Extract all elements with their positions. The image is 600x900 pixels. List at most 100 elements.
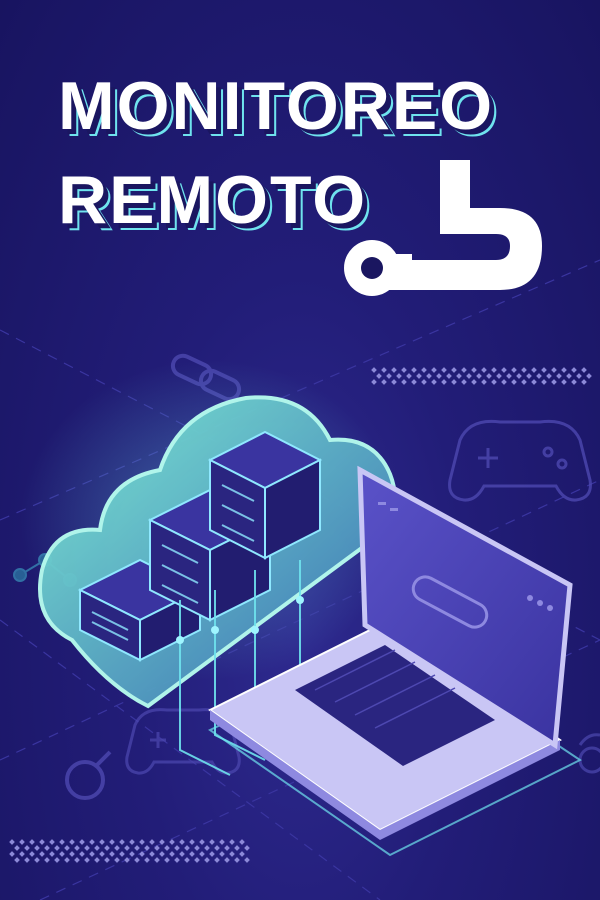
dot bbox=[44, 857, 50, 863]
dot bbox=[89, 839, 95, 845]
dot bbox=[491, 379, 497, 385]
dot bbox=[24, 845, 30, 851]
magnifier-icon bbox=[65, 750, 112, 800]
dot bbox=[491, 367, 497, 373]
laptop-icon bbox=[208, 465, 582, 857]
dot bbox=[179, 839, 185, 845]
dot bbox=[391, 367, 397, 373]
dot bbox=[396, 373, 402, 379]
dot bbox=[84, 857, 90, 863]
dot bbox=[531, 379, 537, 385]
dot bbox=[134, 857, 140, 863]
dot bbox=[84, 845, 90, 851]
dot bbox=[376, 373, 382, 379]
dot bbox=[59, 851, 65, 857]
cloud-server-icon bbox=[38, 395, 397, 709]
dot bbox=[431, 367, 437, 373]
dot bbox=[501, 367, 507, 373]
dot bbox=[9, 851, 15, 857]
dot bbox=[461, 379, 467, 385]
dot bbox=[9, 839, 15, 845]
dot bbox=[426, 373, 432, 379]
dot bbox=[541, 379, 547, 385]
dot bbox=[556, 373, 562, 379]
dot bbox=[94, 857, 100, 863]
dot bbox=[481, 379, 487, 385]
dot bbox=[239, 851, 245, 857]
dot bbox=[371, 379, 377, 385]
dot bbox=[541, 367, 547, 373]
dot bbox=[219, 839, 225, 845]
dot bbox=[49, 839, 55, 845]
dot bbox=[471, 367, 477, 373]
dot bbox=[89, 851, 95, 857]
dot bbox=[159, 839, 165, 845]
dot bbox=[54, 845, 60, 851]
dot bbox=[79, 851, 85, 857]
dot bbox=[371, 367, 377, 373]
dot bbox=[99, 851, 105, 857]
dot bbox=[129, 839, 135, 845]
headline-line-1: MONITOREO bbox=[58, 68, 495, 144]
dot bbox=[229, 839, 235, 845]
dot bbox=[501, 379, 507, 385]
dot bbox=[124, 857, 130, 863]
dot bbox=[199, 839, 205, 845]
gamepad-icon bbox=[448, 419, 592, 502]
dot bbox=[391, 379, 397, 385]
dot bbox=[19, 851, 25, 857]
dot bbox=[139, 851, 145, 857]
dot bbox=[531, 367, 537, 373]
dot bbox=[29, 851, 35, 857]
dot-pattern-bottom bbox=[9, 839, 250, 863]
dot bbox=[169, 851, 175, 857]
dot bbox=[29, 839, 35, 845]
dot bbox=[209, 839, 215, 845]
dot bbox=[481, 367, 487, 373]
dot bbox=[571, 367, 577, 373]
dot bbox=[496, 373, 502, 379]
dot bbox=[49, 851, 55, 857]
dot bbox=[421, 367, 427, 373]
dot bbox=[114, 845, 120, 851]
dot bbox=[209, 851, 215, 857]
dot bbox=[119, 851, 125, 857]
dot bbox=[471, 379, 477, 385]
dot bbox=[154, 857, 160, 863]
dot bbox=[214, 845, 220, 851]
dot bbox=[159, 851, 165, 857]
dot bbox=[184, 857, 190, 863]
dot bbox=[139, 839, 145, 845]
dot bbox=[234, 857, 240, 863]
dot bbox=[194, 845, 200, 851]
dot bbox=[441, 367, 447, 373]
dot bbox=[506, 373, 512, 379]
dot bbox=[124, 845, 130, 851]
dot bbox=[19, 839, 25, 845]
dot bbox=[64, 845, 70, 851]
dot bbox=[586, 373, 592, 379]
dot bbox=[24, 857, 30, 863]
dot bbox=[416, 373, 422, 379]
dot bbox=[551, 367, 557, 373]
dot bbox=[581, 379, 587, 385]
dot bbox=[104, 845, 110, 851]
dot bbox=[511, 379, 517, 385]
dot bbox=[44, 845, 50, 851]
dot bbox=[144, 845, 150, 851]
dot bbox=[154, 845, 160, 851]
dot bbox=[69, 839, 75, 845]
dot bbox=[451, 367, 457, 373]
dot bbox=[581, 367, 587, 373]
dot bbox=[561, 367, 567, 373]
dot bbox=[189, 851, 195, 857]
dot bbox=[79, 839, 85, 845]
dot bbox=[406, 373, 412, 379]
dot bbox=[34, 857, 40, 863]
dot bbox=[561, 379, 567, 385]
dot bbox=[436, 373, 442, 379]
dot bbox=[119, 839, 125, 845]
dot bbox=[466, 373, 472, 379]
